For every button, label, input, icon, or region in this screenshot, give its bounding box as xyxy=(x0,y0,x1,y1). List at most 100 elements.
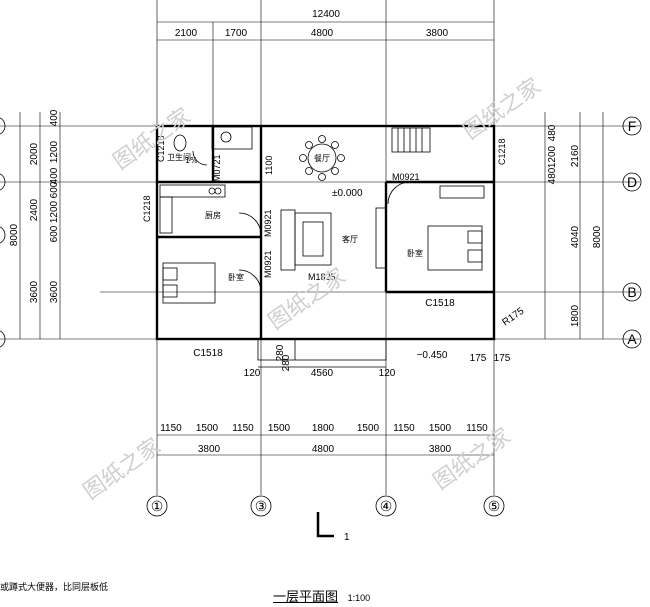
bottom-dim-5: 1800 xyxy=(312,423,335,434)
porch-width-label: 4560 xyxy=(311,368,334,379)
bottom-dimensions: 1150 1500 1150 1500 1800 1500 1150 1500 … xyxy=(157,423,494,456)
right-mid-dim-1: 2160 xyxy=(570,144,581,167)
note-text: 或蹲式大便器，比同层板低 xyxy=(0,583,109,593)
dim-1100: 1100 xyxy=(264,156,274,175)
watermark-5: 图纸之家 xyxy=(429,424,515,495)
axis-label-a: A xyxy=(627,331,637,347)
section-number: 1 xyxy=(344,532,350,543)
right-dimensions: 480 1200 480 2160 4040 1800 8000 xyxy=(544,112,604,339)
drawing-title: 一层平面图 xyxy=(273,589,339,604)
kitchen-label: 厨房 xyxy=(205,210,221,220)
left-inner-dim-4: 600 xyxy=(49,181,60,198)
right-outer-dim: 8000 xyxy=(592,225,603,248)
bottom-axis-bubbles: ① ③ ④ ⑤ xyxy=(146,495,505,517)
dim-175-b: 175 xyxy=(494,353,511,364)
door-m0921-kitchen: M0921 xyxy=(263,209,273,237)
radius-label: R175 xyxy=(500,305,526,328)
left-mid-dim-3: 3600 xyxy=(29,280,40,303)
top-dim-4: 3800 xyxy=(426,28,449,39)
left-dimensions: 8000 2000 2400 3600 400 1200 400 600 120… xyxy=(9,109,61,339)
vertical-grid-lines xyxy=(156,0,495,495)
bottom-dim-8: 1500 xyxy=(429,423,452,434)
bottom-dim-row2-2: 4800 xyxy=(312,444,335,455)
bottom-dim-2: 1500 xyxy=(196,423,219,434)
window-c1518-left: C1518 xyxy=(193,348,223,359)
window-c1218-kitchen: C1218 xyxy=(142,195,152,222)
porch-120-right: 120 xyxy=(379,368,396,379)
right-inner-dim-2: 1200 xyxy=(547,145,558,168)
kitchen-counter xyxy=(159,184,226,234)
overall-width-label: 12400 xyxy=(312,9,340,20)
door-m0921-bed: M0921 xyxy=(263,250,273,278)
bottom-dim-9: 1150 xyxy=(466,423,488,434)
bottom-dim-4: 1500 xyxy=(268,423,291,434)
right-bedroom-bed xyxy=(427,185,485,271)
left-inner-dim-6: 600 xyxy=(49,225,60,242)
left-bedroom-label: 卧室 xyxy=(228,272,244,282)
axis-label-3: ③ xyxy=(255,498,268,514)
left-inner-dim-2: 1200 xyxy=(49,140,60,163)
left-inner-dim-5: 1200 xyxy=(49,200,60,223)
porch-280-b: 280 xyxy=(281,354,292,371)
slope-label: 1% xyxy=(185,156,198,165)
section-mark: 1 xyxy=(316,512,350,543)
bottom-dim-row2-3: 3800 xyxy=(429,444,452,455)
bedroom-door-swing xyxy=(238,269,262,293)
bottom-dim-1: 1150 xyxy=(160,423,182,434)
watermark-1: 图纸之家 xyxy=(109,104,195,175)
porch-280-a: 280 xyxy=(275,344,286,361)
axis-label-d: D xyxy=(627,174,637,190)
bottom-dim-7: 1150 xyxy=(393,423,415,434)
right-inner-dim-1: 480 xyxy=(547,124,558,141)
kitchen-door-swing xyxy=(238,212,262,236)
right-inner-dim-3: 480 xyxy=(547,167,558,184)
right-mid-dim-2: 4040 xyxy=(570,225,581,248)
window-c1518-right: C1518 xyxy=(425,298,455,309)
door-m0721: M0721 xyxy=(212,154,222,182)
top-dimensions: 12400 2100 1700 4800 3800 xyxy=(157,9,494,41)
axis-label-5: ⑤ xyxy=(488,498,501,514)
top-dim-1: 2100 xyxy=(175,28,198,39)
bathroom-label: 卫生间 xyxy=(167,152,191,162)
window-c1218-top: C1218 xyxy=(156,135,166,162)
bottom-dim-3: 1150 xyxy=(232,423,254,434)
bottom-dim-6: 1500 xyxy=(357,423,380,434)
porch-120-left: 120 xyxy=(244,368,261,379)
living-label: 客厅 xyxy=(342,234,358,244)
watermarks: 图纸之家 图纸之家 图纸之家 图纸之家 图纸之家 xyxy=(79,74,545,505)
left-axis-bubbles xyxy=(0,117,6,348)
right-mid-dim-3: 1800 xyxy=(570,304,581,327)
left-bedroom-bed xyxy=(162,262,216,304)
watermark-4: 图纸之家 xyxy=(79,434,165,505)
axis-label-b: B xyxy=(627,284,636,300)
window-c1218-right: C1218 xyxy=(497,138,507,165)
right-axis-bubbles: F D B A xyxy=(622,116,642,349)
door-m1825: M1825 xyxy=(308,272,336,282)
watermark-2: 图纸之家 xyxy=(459,74,545,145)
axis-label-f: F xyxy=(628,118,637,134)
door-m0921-right: M0921 xyxy=(392,172,420,182)
bathroom-fixtures xyxy=(173,126,253,166)
left-mid-dim-2: 2400 xyxy=(29,198,40,221)
axis-label-4: ④ xyxy=(380,498,393,514)
bottom-dim-row2-1: 3800 xyxy=(198,444,221,455)
left-inner-dim-7: 3600 xyxy=(49,280,60,303)
stairs xyxy=(391,127,431,153)
drawing-scale: 1:100 xyxy=(347,593,371,603)
outside-elevation: −0.450 xyxy=(417,350,448,361)
left-inner-dim-3: 400 xyxy=(49,167,60,184)
dining-table xyxy=(299,135,345,181)
left-inner-dim-1: 400 xyxy=(49,109,60,126)
dim-175-a: 175 xyxy=(470,353,487,364)
axis-label-1: ① xyxy=(151,498,164,514)
right-bedroom-door-swing xyxy=(387,181,411,205)
top-dim-3: 4800 xyxy=(311,28,334,39)
drawing-caption: 一层平面图 1:100 xyxy=(273,586,370,605)
left-outer-dim: 8000 xyxy=(9,223,20,246)
right-bedroom-label: 卧室 xyxy=(407,248,423,258)
left-mid-dim-1: 2000 xyxy=(29,142,40,165)
dining-label: 餐厅 xyxy=(314,154,330,163)
living-room-furniture xyxy=(280,207,387,271)
floor-elevation: ±0.000 xyxy=(332,188,363,199)
top-dim-2: 1700 xyxy=(225,28,248,39)
